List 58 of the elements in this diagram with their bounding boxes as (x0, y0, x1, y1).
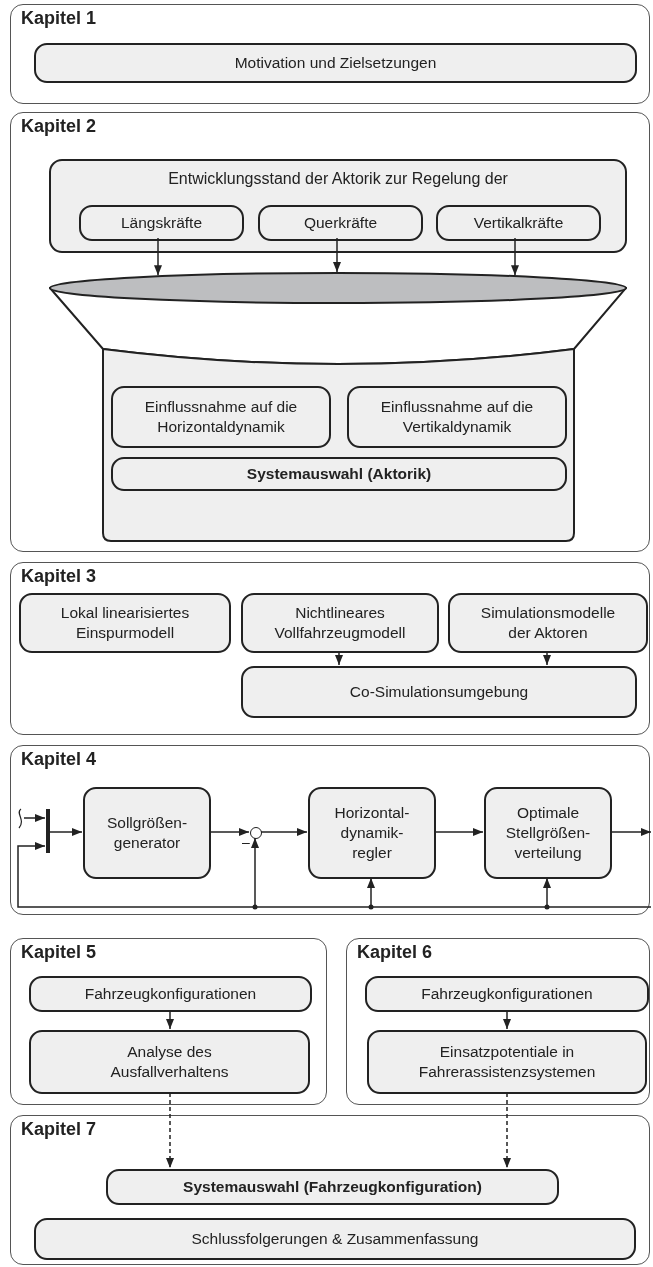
group-box (49, 159, 627, 253)
process-box: Querkräfte (258, 205, 423, 241)
process-box: Simulationsmodelle der Aktoren (448, 593, 648, 653)
chapter-panel (10, 562, 650, 735)
switch-bar (46, 809, 50, 853)
process-box: Analyse des Ausfallverhaltens (29, 1030, 310, 1094)
process-box: Lokal linearisiertes Einspurmodell (19, 593, 231, 653)
arrow (543, 877, 551, 908)
process-box: Nichtlineares Vollfahrzeugmodell (241, 593, 439, 653)
chapter-title: Kapitel 7 (21, 1119, 97, 1140)
arrow (48, 828, 83, 836)
process-box: Einflussnahme auf die Horizontaldynamik (111, 386, 331, 448)
feedback-arrow (17, 842, 652, 908)
box-heading: Entwicklungsstand der Aktorik zur Regelung der (167, 169, 509, 189)
process-box: Vertikalkräfte (436, 205, 601, 241)
arrow (251, 837, 259, 908)
process-box: Motivation und Zielsetzungen (34, 43, 637, 83)
arrow (333, 237, 341, 273)
arrow (335, 651, 343, 666)
process-box: Einsatzpotentiale in Fahrerassistenzsystemen (367, 1030, 647, 1094)
process-box: Längskräfte (79, 205, 244, 241)
arrow (503, 1010, 511, 1030)
chapter-title: Kapitel 3 (21, 566, 97, 587)
chapter-title: Kapitel 1 (21, 8, 97, 29)
chapter-title: Kapitel 4 (21, 749, 97, 770)
arrow (434, 828, 484, 836)
dashed-arrow (503, 1092, 511, 1169)
minus-sign: – (242, 834, 250, 850)
chapter-panel (10, 1115, 650, 1265)
summing-junction (250, 827, 262, 839)
chapter-panel (10, 938, 327, 1105)
process-box: Horizontal-dynamik-regler (308, 787, 436, 879)
process-box: Systemauswahl (Fahrzeugkonfiguration) (106, 1169, 559, 1205)
arrow (209, 828, 250, 836)
chapter-title: Kapitel 6 (357, 942, 433, 963)
arrow (543, 651, 551, 666)
arrow (511, 237, 519, 276)
process-box: Systemauswahl (Aktorik) (111, 457, 567, 491)
chapter-panel (10, 112, 650, 552)
arrow (610, 828, 652, 836)
chapter-panel (346, 938, 650, 1105)
chapter-panel (10, 4, 650, 104)
process-box: Co-Simulationsumgebung (241, 666, 637, 718)
arrow (154, 237, 162, 276)
chapter-title: Kapitel 2 (21, 116, 97, 137)
dashed-arrow (166, 1092, 174, 1169)
chapter-title: Kapitel 5 (21, 942, 97, 963)
process-box: Optimale Stellgrößen-verteilung (484, 787, 612, 879)
arrow (260, 828, 308, 836)
arrow (367, 877, 375, 908)
process-box: Einflussnahme auf die Vertikaldynamik (347, 386, 567, 448)
process-box: Fahrzeugkonfigurationen (29, 976, 312, 1012)
process-box: Fahrzeugkonfigurationen (365, 976, 649, 1012)
chapter-panel (10, 745, 650, 915)
arrow (166, 1010, 174, 1030)
arrow (23, 814, 46, 822)
process-box: Sollgrößen-generator (83, 787, 211, 879)
process-box: Schlussfolgerungen & Zusammenfassung (34, 1218, 636, 1260)
